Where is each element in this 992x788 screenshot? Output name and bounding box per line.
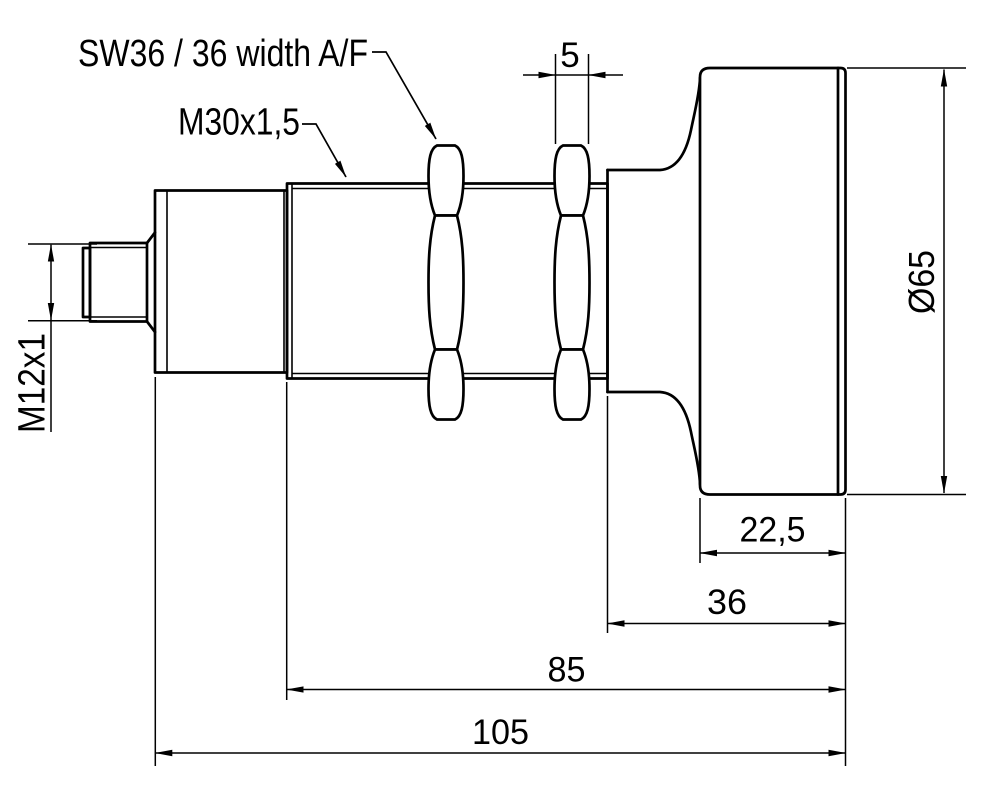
dim-value-nut-width: 5: [560, 36, 579, 75]
nut1-bottom-facet: [427, 348, 465, 421]
dim-value-head-horn-length: 36: [707, 583, 747, 622]
head: [698, 66, 847, 496]
sensor-outline: [81, 66, 847, 496]
connector-thread-label: M12x1: [12, 333, 54, 433]
connector-thread-lines: [90, 246, 147, 318]
extension-lines: [28, 54, 966, 766]
horn: [606, 76, 702, 486]
m12-connector: [81, 231, 157, 334]
dimension-lines: [47, 69, 948, 757]
leader-lines: [302, 51, 437, 178]
nut1-middle-facet: [427, 214, 465, 351]
housing-body: [153, 189, 289, 374]
nut1-top-facet: [427, 144, 465, 217]
wrench-size-label: SW36 / 36 width A/F: [78, 33, 368, 75]
head-diameter-label: Ø65: [901, 250, 942, 314]
horn-bottom-curve: [606, 390, 702, 486]
mounting-thread-label: M30x1,5: [178, 102, 300, 144]
hex-nut-1: [427, 144, 465, 421]
nut2-bottom-facet: [553, 348, 591, 421]
dim-value-head-length: 22,5: [740, 511, 806, 550]
horn-top-curve: [606, 76, 702, 172]
nut2-middle-facet: [553, 214, 591, 351]
head-body: [698, 66, 840, 496]
rear-housing: [153, 189, 289, 374]
connector-thread-barrel: [88, 241, 149, 323]
annotations: SW36 / 36 width A/F M30x1,5 M12x1 Ø65 5 …: [12, 33, 943, 752]
dim-value-thread-to-face: 85: [548, 651, 586, 690]
leader-mounting-thread: [302, 123, 347, 178]
housing-chamfer-lines: [166, 190, 285, 373]
hex-nut-2: [553, 144, 591, 421]
face-plate: [836, 66, 847, 496]
leader-wrench-size: [372, 51, 437, 140]
dim-value-overall-length: 105: [472, 713, 529, 752]
nut2-top-facet: [553, 144, 591, 217]
